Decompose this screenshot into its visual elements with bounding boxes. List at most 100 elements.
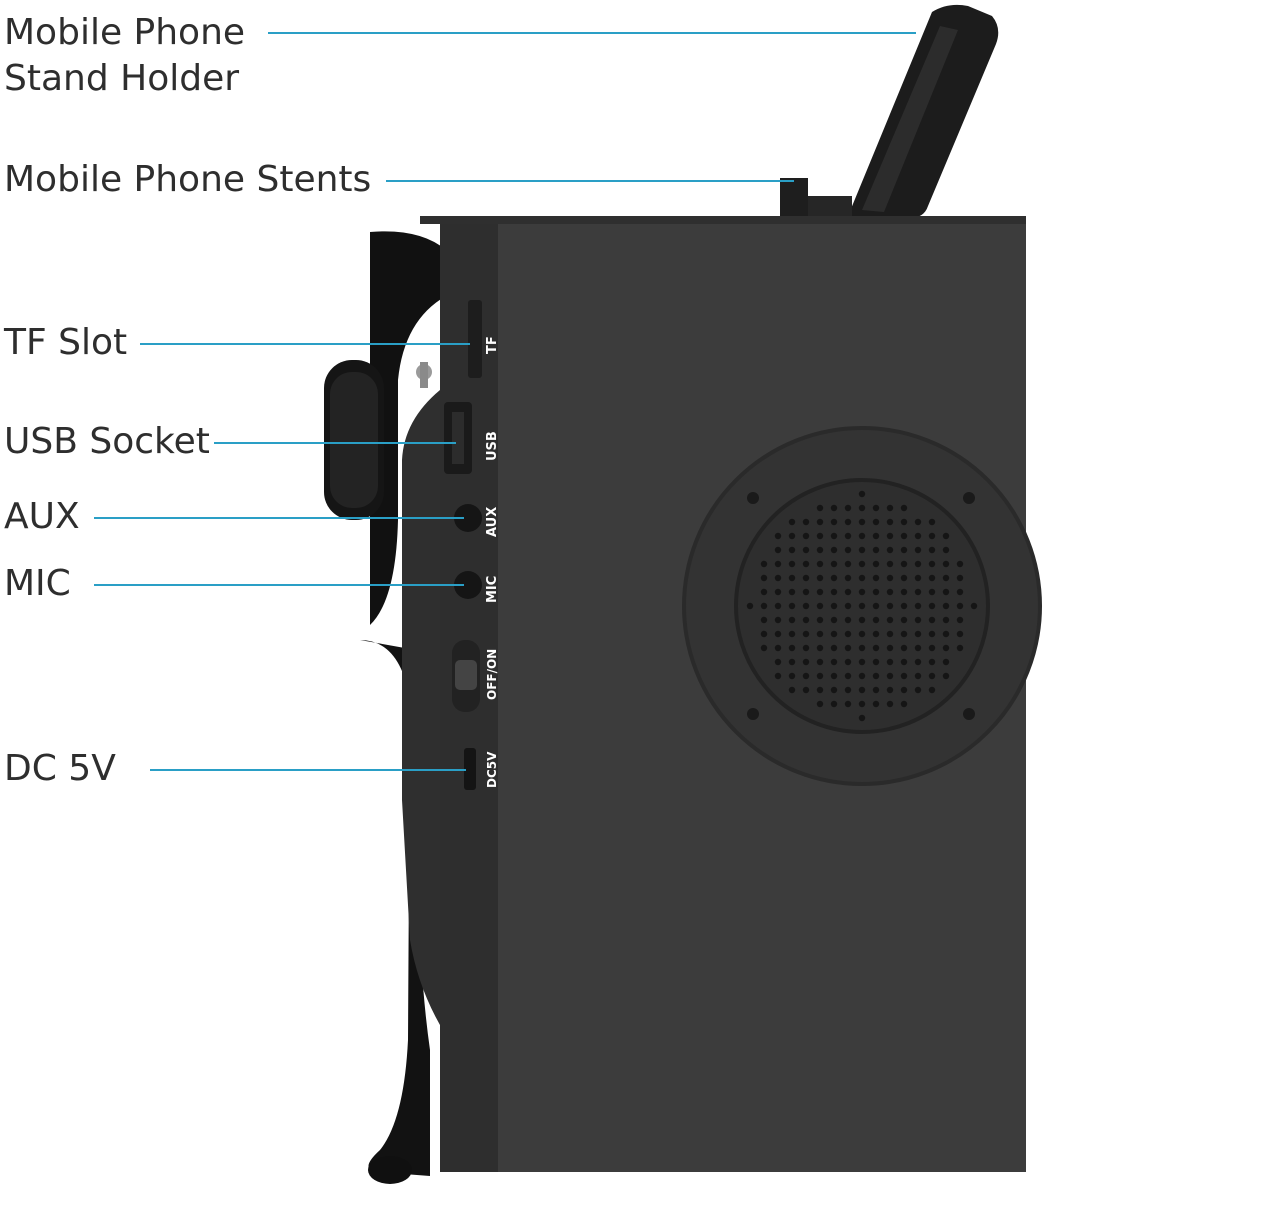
grille-hole xyxy=(816,588,824,596)
grille-hole xyxy=(816,630,824,638)
stand-holder-label-line2: Stand Holder xyxy=(4,58,240,99)
grille-hole xyxy=(760,644,768,652)
grille-hole xyxy=(844,588,852,596)
grille-hole xyxy=(858,616,866,624)
grille-hole xyxy=(844,546,852,554)
grille-hole xyxy=(886,574,894,582)
grille-hole xyxy=(872,602,880,610)
grille-hole xyxy=(816,532,824,540)
grille-hole xyxy=(844,560,852,568)
volume-knob xyxy=(324,360,384,520)
grille-hole xyxy=(788,686,796,694)
grille-hole xyxy=(900,518,908,526)
mic-label: MIC xyxy=(4,563,71,604)
stents-label: Mobile Phone Stents xyxy=(4,159,372,200)
tf-slot-port xyxy=(468,300,482,378)
grille-hole xyxy=(802,658,810,666)
grille-hole xyxy=(886,532,894,540)
grille-hole xyxy=(844,602,852,610)
grille-hole xyxy=(802,686,810,694)
usb-socket-label: USB Socket xyxy=(4,421,210,462)
grille-hole xyxy=(760,630,768,638)
grille-hole xyxy=(900,504,908,512)
stents-line xyxy=(386,180,794,182)
grille-hole xyxy=(872,588,880,596)
grille-hole xyxy=(900,630,908,638)
grille-hole xyxy=(774,546,782,554)
grille-hole xyxy=(774,672,782,680)
grille-hole xyxy=(788,630,796,638)
grille-hole xyxy=(872,616,880,624)
grille-hole xyxy=(788,644,796,652)
grille-hole xyxy=(760,616,768,624)
grille-hole xyxy=(830,672,838,680)
grille-hole xyxy=(942,658,950,666)
grille-hole xyxy=(858,560,866,568)
tf-slot-line xyxy=(140,343,470,345)
grille-hole xyxy=(830,616,838,624)
grille-hole xyxy=(872,574,880,582)
aux-line xyxy=(94,517,464,519)
grille-hole xyxy=(746,602,754,610)
grille-hole xyxy=(900,588,908,596)
grille-hole xyxy=(858,686,866,694)
tf-port-label: TF xyxy=(485,336,500,354)
grille-hole xyxy=(900,532,908,540)
grille-hole xyxy=(914,602,922,610)
grille-hole xyxy=(844,686,852,694)
grille-hole xyxy=(830,546,838,554)
grille-hole xyxy=(914,630,922,638)
grille-hole xyxy=(760,574,768,582)
grille-hole xyxy=(788,616,796,624)
grille-hole xyxy=(928,672,936,680)
grille-hole xyxy=(858,574,866,582)
grille-hole xyxy=(802,616,810,624)
grille-hole xyxy=(858,490,866,498)
grille-hole xyxy=(858,504,866,512)
grille-hole xyxy=(900,574,908,582)
grille-hole xyxy=(914,560,922,568)
grille-hole xyxy=(858,700,866,708)
grille-hole xyxy=(774,616,782,624)
grille-hole xyxy=(844,658,852,666)
switch-port-label: OFF/ON xyxy=(485,649,499,700)
grille-hole xyxy=(788,560,796,568)
grille-hole xyxy=(830,574,838,582)
grille-hole xyxy=(914,546,922,554)
dc-port-label: DC5V xyxy=(485,751,499,788)
grille-hole xyxy=(942,630,950,638)
grille-hole xyxy=(830,602,838,610)
grille-hole xyxy=(844,518,852,526)
mic-port-label: MIC xyxy=(485,576,500,603)
grille-hole xyxy=(858,658,866,666)
grille-hole xyxy=(942,588,950,596)
grille-hole xyxy=(886,686,894,694)
grille-hole xyxy=(774,630,782,638)
grille-hole xyxy=(928,518,936,526)
aux-port-label: AUX xyxy=(485,507,500,537)
dc-port xyxy=(464,748,476,790)
grille-hole xyxy=(956,644,964,652)
grille-hole xyxy=(830,518,838,526)
usb-socket-line xyxy=(214,442,456,444)
grille-hole xyxy=(816,602,824,610)
grille-hole xyxy=(830,588,838,596)
mic-jack xyxy=(454,571,482,599)
grille-hole xyxy=(886,518,894,526)
grille-hole xyxy=(788,518,796,526)
grille-hole xyxy=(872,630,880,638)
grille-hole xyxy=(914,672,922,680)
usb-port-label: USB xyxy=(485,431,500,461)
grille-hole xyxy=(928,658,936,666)
grille-hole xyxy=(802,672,810,680)
grille-hole xyxy=(816,672,824,680)
grille-hole xyxy=(900,560,908,568)
grille-hole xyxy=(928,560,936,568)
grille-hole xyxy=(900,644,908,652)
stand-holder-line xyxy=(268,32,916,34)
grille-hole xyxy=(900,658,908,666)
grille-hole xyxy=(914,686,922,694)
grille-hole xyxy=(760,602,768,610)
grille-hole xyxy=(858,588,866,596)
grille-hole xyxy=(788,602,796,610)
